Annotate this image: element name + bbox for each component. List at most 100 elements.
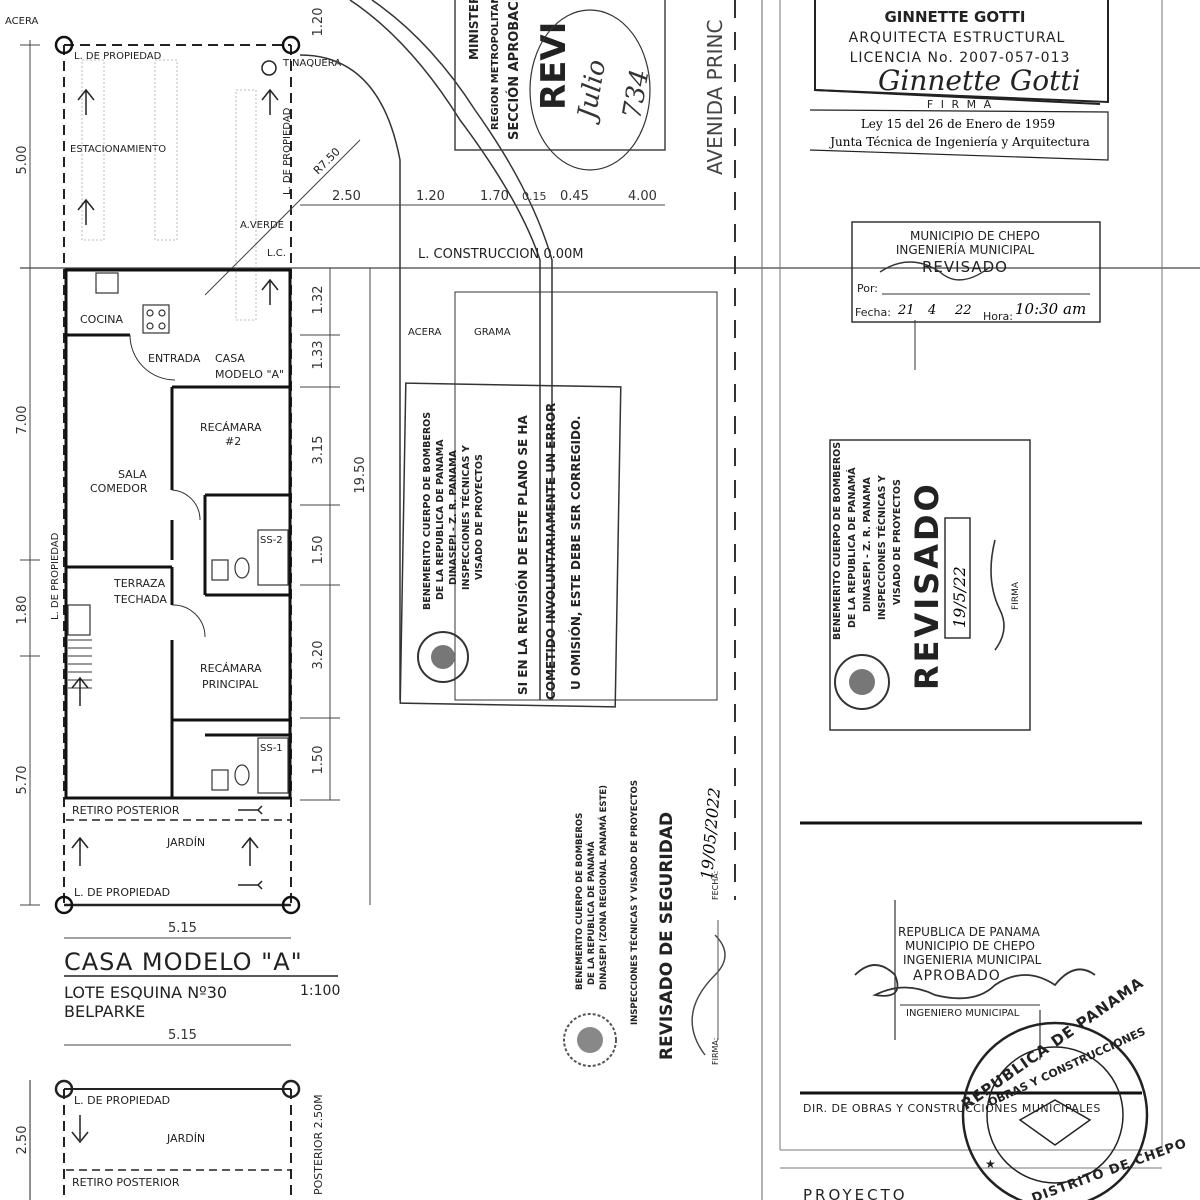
aprob-l1: REPUBLICA DE PANAMA xyxy=(898,925,1041,939)
architect-name: GINNETTE GOTTI xyxy=(885,8,1026,26)
bomb2-l5: VISADO DE PROYECTOS xyxy=(892,479,903,605)
architect-law: Ley 15 del 26 de Enero de 1959 xyxy=(861,117,1055,131)
ministerio-big: REVI xyxy=(534,22,574,110)
kitchen-fixtures xyxy=(67,272,170,636)
left-dim-5: 5.00 xyxy=(15,146,30,175)
architect-firma: F I R M A xyxy=(927,98,993,111)
bomberos-emblem-1 xyxy=(417,631,469,683)
seguridad-emblem xyxy=(563,1013,617,1067)
lprop-top-label: L. DE PROPIEDAD xyxy=(74,51,162,62)
techada-label: TECHADA xyxy=(113,593,167,606)
recamara2-num: #2 xyxy=(225,435,241,448)
architect-signature: Ginnette Gotti xyxy=(878,64,1081,97)
bottom-lot xyxy=(29,1079,301,1200)
plan-subtitle: LOTE ESQUINA Nº30 xyxy=(64,983,227,1002)
seg-fecha: FECHA: xyxy=(711,871,720,900)
aprob-l3: INGENIERIA MUNICIPAL xyxy=(903,953,1042,967)
aprob-l2: MUNICIPIO DE CHEPO xyxy=(905,939,1035,953)
left-dim-7: 7.00 xyxy=(15,406,30,435)
chepo-aprobado-stamp: REPUBLICA DE PANAMA MUNICIPIO DE CHEPO I… xyxy=(854,900,1096,1060)
ministerio-l2: REGION METROPOLITANA xyxy=(490,0,501,130)
width-dim-5-15-b: 5.15 xyxy=(168,1028,197,1043)
chepo-rev-hora: Hora: xyxy=(983,310,1013,323)
lot-outline xyxy=(63,44,292,905)
principal-label: PRINCIPAL xyxy=(202,678,259,691)
sala-label: SALA xyxy=(118,468,147,481)
bomberos-stamp-2: BENEMERITO CUERPO DE BOMBEROS DE LA REPU… xyxy=(829,439,1031,731)
street-dim-4: 4.00 xyxy=(628,189,657,204)
right-dim-1-5b: 1.50 xyxy=(311,746,326,775)
bathroom-fixtures xyxy=(211,529,289,794)
chepo-rev-date-d: 21 xyxy=(897,303,915,318)
house-walls xyxy=(64,268,292,800)
bottom-dim-2-5: 2.50 xyxy=(15,1126,30,1155)
bomb2-big: REVISADO xyxy=(908,481,946,690)
street-dim-1-2: 1.20 xyxy=(416,189,445,204)
seg-big: REVISADO DE SEGURIDAD xyxy=(657,812,677,1060)
ss1-label: SS-1 xyxy=(260,743,283,754)
bottom-lprop-label: L. DE PROPIEDAD xyxy=(74,1094,170,1107)
left-dim-1-8: 1.80 xyxy=(15,596,30,625)
lprop-vertical-label: L. DE PROPIEDAD xyxy=(282,107,293,195)
road-curves xyxy=(299,0,553,700)
tinaquera-icon xyxy=(261,60,277,76)
parking-arrows xyxy=(77,88,279,305)
cocina-label: COCINA xyxy=(80,313,123,326)
avenida-label: AVENIDA PRINC xyxy=(703,20,727,175)
chepo-revisado-stamp: MUNICIPIO DE CHEPO INGENIERÍA MUNICIPAL … xyxy=(851,221,1101,370)
casa-label: CASA xyxy=(215,352,245,365)
terraza-label: TERRAZA xyxy=(113,577,166,590)
bomb1-l5: VISADO DE PROYECTOS xyxy=(474,454,485,580)
architect-license: LICENCIA No. 2007-057-013 xyxy=(850,50,1071,66)
bomb2-l2: DE LA REPUBLICA DE PANAMÁ xyxy=(846,467,858,628)
chepo-rev-l2: INGENIERÍA MUNICIPAL xyxy=(896,242,1035,257)
total-dim-19-5: 19.50 xyxy=(353,456,368,493)
dir-obras-label: DIR. DE OBRAS Y CONSTRUCCIONES MUNICIPAL… xyxy=(803,1102,1101,1115)
seg-l3: DINASEPI (ZONA REGIONAL PANAMÁ ESTE) xyxy=(597,785,609,990)
lprop-left-label: L. DE PROPIEDAD xyxy=(50,532,61,620)
tinaquera-label: TINAQUERA xyxy=(282,58,341,69)
seal-star: ★ xyxy=(985,1157,996,1171)
seg-l2: DE LA REPUBLICA DE PANAMÁ xyxy=(585,841,597,985)
recamara2-label: RECÁMARA xyxy=(200,421,262,434)
a-verde-label: A.VERDE xyxy=(240,220,284,231)
grama-label: GRAMA xyxy=(474,327,511,338)
comedor-label: COMEDOR xyxy=(90,482,148,495)
seg-firma: FIRMA: xyxy=(711,1038,720,1065)
right-dim-1-5a: 1.50 xyxy=(311,536,326,565)
ministerio-l3: SECCIÓN APROBACIÓN xyxy=(506,0,522,140)
street-dim-1-7: 1.70 xyxy=(480,189,509,204)
project-name: BELPARKE xyxy=(64,1002,145,1021)
aprob-l5: INGENIERO MUNICIPAL xyxy=(906,1008,1020,1019)
street-dim-2-5: 2.50 xyxy=(332,189,361,204)
bomberos-emblem-2 xyxy=(834,654,890,710)
right-dimension-chain xyxy=(300,268,371,905)
chepo-rev-time: 10:30 am xyxy=(1015,300,1086,318)
architect-role: ARQUITECTA ESTRUCTURAL xyxy=(849,30,1066,46)
bomb1-w2: COMETIDO INVOLUNTARIAMENTE UN ERROR xyxy=(544,403,558,700)
chepo-rev-fecha: Fecha: xyxy=(855,306,891,319)
chepo-rev-date-y: 22 xyxy=(954,303,972,318)
bomb1-w1: SI EN LA REVISIÓN DE ESTE PLANO SE HA xyxy=(515,415,530,695)
bottom-posterior-label: POSTERIOR 2.50M xyxy=(312,1094,325,1195)
bomb2-l1: BENEMERITO CUERPO DE BOMBEROS xyxy=(832,442,843,640)
aprob-l4: APROBADO xyxy=(913,968,1001,984)
parking-stripes xyxy=(81,59,257,321)
architect-stamp: GINNETTE GOTTI ARQUITECTA ESTRUCTURAL LI… xyxy=(809,0,1109,161)
proyecto-label: PROYECTO xyxy=(803,1186,908,1200)
right-dim-1-32: 1.32 xyxy=(311,286,326,315)
ministerio-l1: MINISTERIO xyxy=(467,0,481,60)
right-dim-3-15: 3.15 xyxy=(311,436,326,465)
entrada-label: ENTRADA xyxy=(148,352,201,365)
seg-l4: INSPECCIONES TÉCNICAS Y VISADO DE PROYEC… xyxy=(628,780,640,1025)
retiro-label: RETIRO POSTERIOR xyxy=(72,804,180,817)
recamara-principal-label: RECÁMARA xyxy=(200,662,262,675)
bomb2-firma: FIRMA xyxy=(1011,581,1021,610)
chepo-rev-date-m: 4 xyxy=(927,303,936,318)
street-dim-0-15: 0.15 xyxy=(522,190,547,203)
modelo-a-label: MODELO "A" xyxy=(215,368,284,381)
construction-line-label: L. CONSTRUCCION 0.00M xyxy=(418,247,584,262)
bomb1-l2: DE LA REPUBLICA DE PANAMA xyxy=(435,439,446,600)
left-dim-5-7: 5.70 xyxy=(15,766,30,795)
corner-markers xyxy=(54,35,301,915)
